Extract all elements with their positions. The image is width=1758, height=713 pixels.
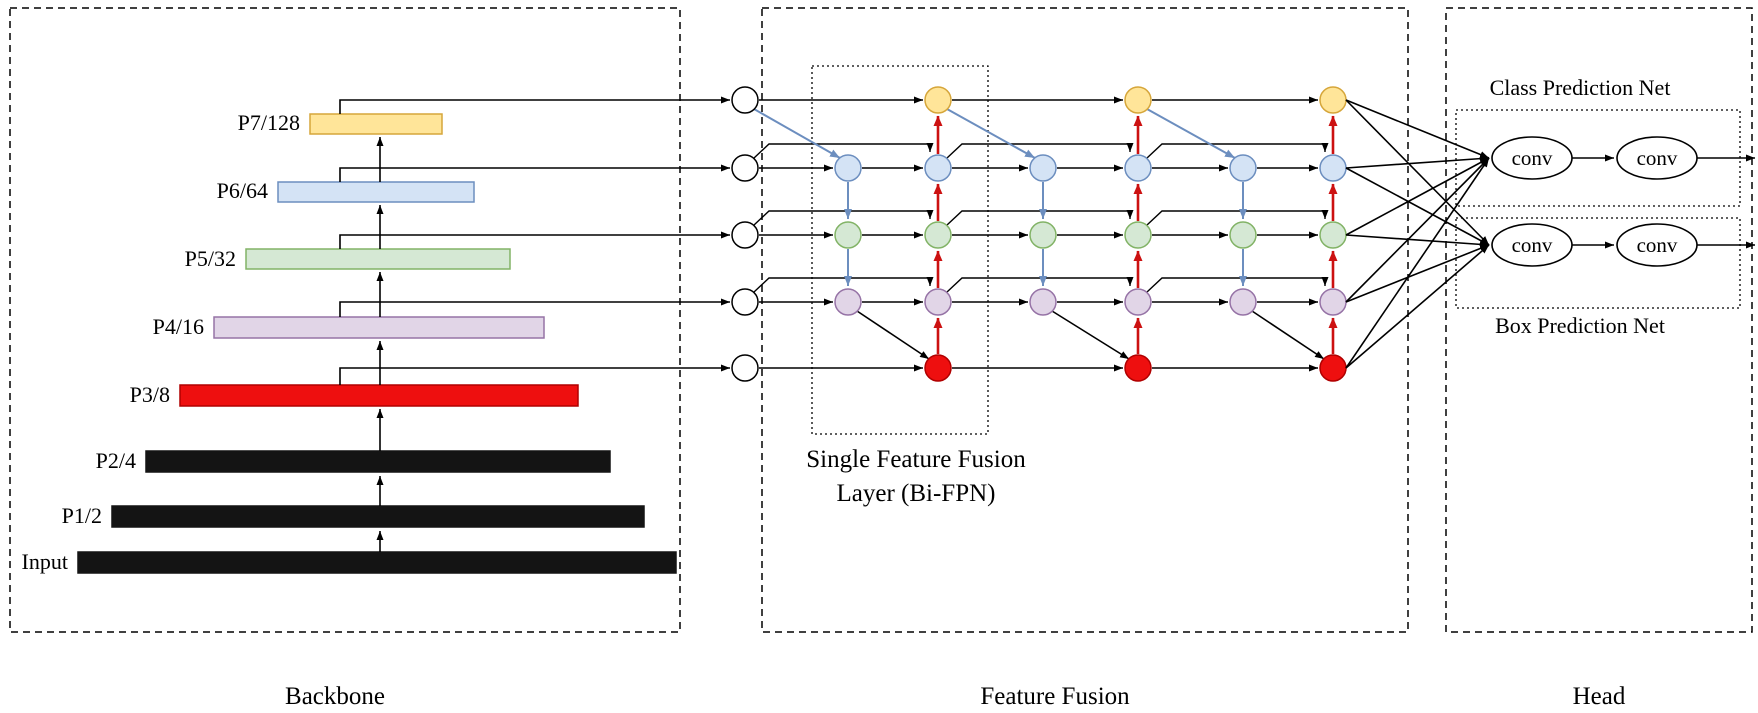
fusion-node-p4-t1: [834, 288, 862, 316]
fan-p6-to-class-conv: [1345, 155, 1490, 169]
fusion-node-p6-o2: [1124, 154, 1152, 182]
bar-label-p2: P2/4: [96, 448, 136, 473]
fan-p5-to-box-conv: [1345, 234, 1490, 248]
fusion-node-p7-o1: [924, 86, 952, 114]
fusion-node-p7-o2: [1124, 86, 1152, 114]
box-conv-2-label: conv: [1637, 233, 1678, 257]
bar-input: [77, 551, 677, 574]
fan-p7-to-box-conv: [1345, 99, 1490, 246]
bar-p7: [309, 113, 443, 135]
td-p7-p6-layer2: [946, 108, 1036, 159]
arrow-p3-to-fusion: [339, 364, 730, 385]
bar-label-p3: P3/8: [130, 382, 170, 407]
fusion-input-node-p6: [731, 154, 759, 182]
backbone-section: P7/128 P6/64 P5/32 P4/16 P3/8 P2/4 P1/2 …: [9, 7, 730, 710]
head-section-label: Head: [1573, 683, 1626, 710]
arrow-p5-to-fusion: [339, 231, 730, 249]
arrow-p6-to-fusion: [339, 164, 730, 182]
bar-label-p1: P1/2: [62, 503, 102, 528]
fusion-node-p5-o1: [924, 221, 952, 249]
fusion-node-p5-o2: [1124, 221, 1152, 249]
head-section: Class Prediction Net conv conv conv conv…: [1345, 7, 1755, 710]
box-net-label: Box Prediction Net: [1495, 313, 1665, 338]
fusion-node-p3-o1: [924, 354, 952, 382]
fusion-node-p4-o2: [1124, 288, 1152, 316]
bar-label-p7: P7/128: [238, 110, 300, 135]
feature-fusion-box: [761, 7, 1409, 633]
skip-p6-in-o1: [753, 143, 934, 159]
fusion-section-label: Feature Fusion: [980, 683, 1130, 710]
bar-p2: [145, 450, 611, 473]
edge-p4td-p3out-layer1: [856, 310, 930, 360]
fusion-node-p5-t1: [834, 221, 862, 249]
bar-p4: [213, 316, 545, 339]
box-net-box: [1455, 217, 1741, 309]
arrow-p4-to-fusion: [339, 298, 730, 317]
bar-label-input: Input: [22, 549, 68, 574]
class-conv-1-label: conv: [1512, 146, 1553, 170]
skip-p5-o2-o3: [1146, 210, 1329, 226]
fan-p7-to-class-conv: [1345, 99, 1490, 159]
fusion-input-node-p5: [731, 221, 759, 249]
fan-p4-to-box-conv: [1345, 244, 1490, 303]
fusion-node-p4-t3: [1229, 288, 1257, 316]
bar-label-p5: P5/32: [185, 246, 236, 271]
edge-p4td-p3out-layer2: [1051, 310, 1130, 360]
fusion-node-p4-t2: [1029, 288, 1057, 316]
fusion-node-p5-t2: [1029, 221, 1057, 249]
fusion-input-node-p7: [731, 86, 759, 114]
fan-p3-to-box-conv: [1345, 244, 1490, 369]
feature-fusion-section: Single Feature Fusion Layer (Bi-FPN) Fea…: [731, 7, 1409, 710]
head-box: [1445, 7, 1753, 633]
skip-p6-o2-o3: [1146, 143, 1329, 159]
fan-p6-to-box-conv: [1345, 167, 1490, 246]
fusion-node-p6-t2: [1029, 154, 1057, 182]
fusion-node-p5-o3: [1319, 221, 1347, 249]
fusion-node-p5-t3: [1229, 221, 1257, 249]
fusion-input-node-p4: [731, 288, 759, 316]
fusion-node-p3-o2: [1124, 354, 1152, 382]
class-conv-2-label: conv: [1637, 146, 1678, 170]
fusion-node-p4-o3: [1319, 288, 1347, 316]
fan-p4-to-class-conv: [1345, 157, 1490, 303]
fusion-layer-label-line2: Layer (Bi-FPN): [837, 480, 996, 507]
box-conv-1-label: conv: [1512, 233, 1553, 257]
bar-label-p6: P6/64: [217, 178, 268, 203]
bar-label-p4: P4/16: [153, 314, 204, 339]
fan-p5-to-class-conv: [1345, 157, 1490, 236]
single-fusion-layer-box: [811, 65, 989, 435]
fusion-node-p6-t3: [1229, 154, 1257, 182]
td-p7-p6-layer3: [1146, 108, 1236, 159]
skip-p6-o1-o2: [946, 143, 1134, 159]
arrow-p7-to-fusion: [339, 96, 730, 114]
bar-p6: [277, 181, 475, 203]
fan-p3-to-class-conv: [1345, 157, 1490, 369]
td-p7-p6-layer1: [753, 108, 841, 159]
fusion-node-p6-t1: [834, 154, 862, 182]
fusion-node-p4-o1: [924, 288, 952, 316]
fusion-grid: [731, 86, 1347, 382]
fusion-node-p7-o3: [1319, 86, 1347, 114]
fusion-input-node-p3: [731, 354, 759, 382]
class-net-label: Class Prediction Net: [1490, 75, 1671, 100]
fusion-layer-label-line1: Single Feature Fusion: [806, 446, 1026, 473]
bar-p1: [111, 505, 645, 528]
skip-p4-o2-o3: [1146, 277, 1329, 293]
edge-p4td-p3out-layer3: [1251, 310, 1325, 360]
fusion-node-p6-o3: [1319, 154, 1347, 182]
fusion-node-p6-o1: [924, 154, 952, 182]
bar-p3: [179, 384, 579, 407]
fusion-node-p3-o3: [1319, 354, 1347, 382]
bar-p5: [245, 248, 511, 270]
backbone-section-label: Backbone: [285, 683, 385, 710]
